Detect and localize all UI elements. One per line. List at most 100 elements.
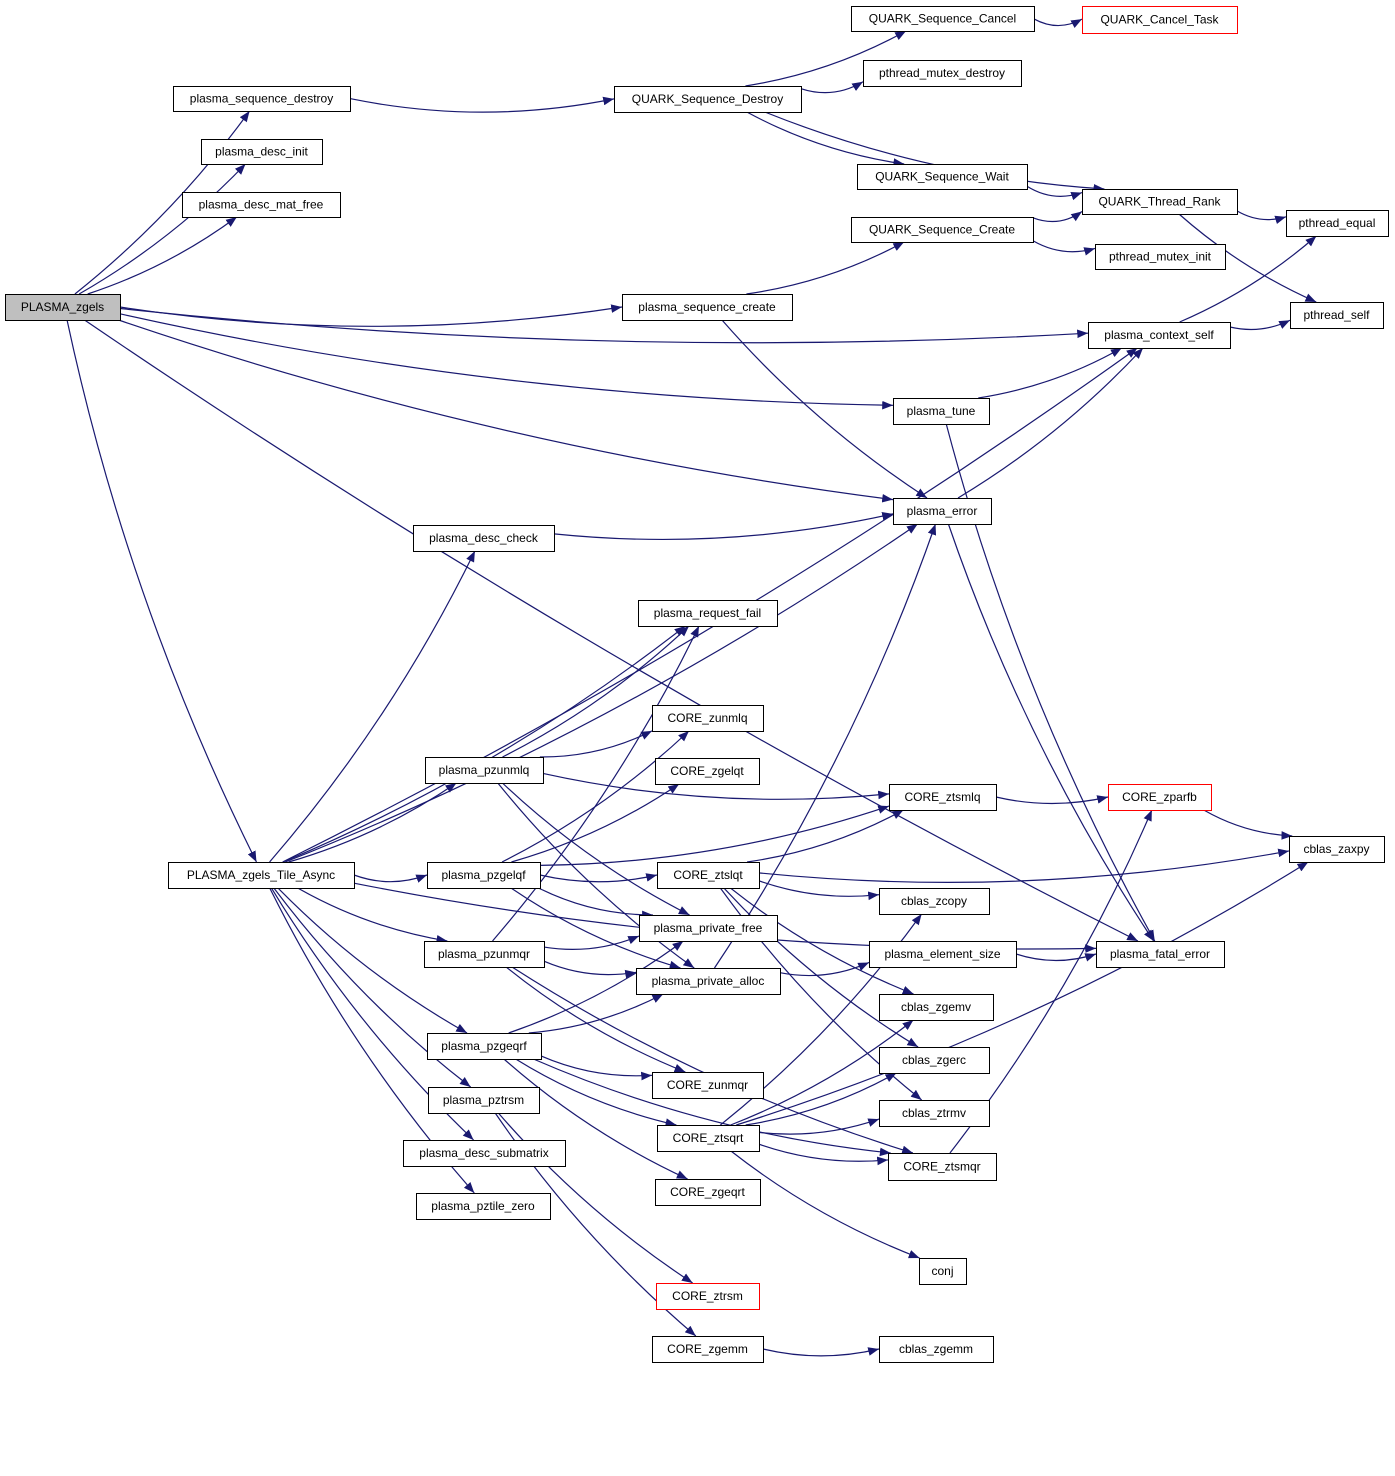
node-label: pthread_equal (1299, 216, 1376, 230)
node-cblas-zgemv[interactable]: cblas_zgemv (879, 994, 994, 1021)
node-label: CORE_ztsmqr (903, 1160, 980, 1174)
node-core-ztsmlq[interactable]: CORE_ztsmlq (889, 784, 997, 811)
node-pthread-equal[interactable]: pthread_equal (1286, 210, 1389, 237)
node-box (657, 1125, 760, 1152)
node-pthread-mutex-destroy[interactable]: pthread_mutex_destroy (863, 60, 1022, 87)
node-plasma-desc-init[interactable]: plasma_desc_init (201, 139, 323, 165)
node-box (427, 862, 541, 889)
node-plasma-fatal-error[interactable]: plasma_fatal_error (1096, 941, 1225, 968)
node-core-ztsqrt[interactable]: CORE_ztsqrt (657, 1125, 760, 1152)
edge-plasma_private_alloc-to-plasma_element_size (779, 961, 870, 977)
edge-plasma_pzgelqf-to-CORE_ztslqt (539, 873, 658, 883)
node-core-zgelqt[interactable]: CORE_zgelqt (655, 758, 760, 785)
node-plasma-desc-check[interactable]: plasma_desc_check (413, 525, 555, 552)
node-plasma-sequence-create[interactable]: plasma_sequence_create (622, 294, 793, 321)
node-plasma-error[interactable]: plasma_error (893, 498, 992, 525)
node-quark-thread-rank[interactable]: QUARK_Thread_Rank (1082, 189, 1238, 215)
edge-CORE_ztsqrt-to-cblas_zaxpy (736, 861, 1309, 1126)
node-pthread-self[interactable]: pthread_self (1290, 302, 1384, 329)
edge-PLASMA_zgels_Tile_Async-to-plasma_pzunmqr (297, 887, 448, 944)
node-label: plasma_desc_init (215, 145, 308, 159)
node-plasma-zgels-tile-async[interactable]: PLASMA_zgels_Tile_Async (168, 862, 355, 889)
node-core-zunmlq[interactable]: CORE_zunmlq (652, 705, 764, 732)
edge-plasma_pzunmlq-to-plasma_private_free (502, 782, 690, 916)
node-box (416, 1193, 551, 1220)
node-label: CORE_ztrsm (672, 1289, 743, 1303)
edge-plasma_private_alloc-to-plasma_error (713, 523, 937, 969)
node-plasma-zgels[interactable]: PLASMA_zgels (5, 294, 121, 321)
edge-QUARK_Sequence_Destroy-to-pthread_mutex_destroy (800, 81, 864, 94)
node-plasma-pzunmqr[interactable]: plasma_pzunmqr (424, 941, 545, 968)
node-core-ztsmqr[interactable]: CORE_ztsmqr (888, 1153, 997, 1181)
node-core-zgemm[interactable]: CORE_zgemm (652, 1336, 764, 1363)
node-label: QUARK_Sequence_Create (869, 223, 1015, 237)
node-plasma-pzgeqrf[interactable]: plasma_pzgeqrf (427, 1033, 542, 1060)
node-box (1289, 836, 1385, 863)
node-quark-sequence-create[interactable]: QUARK_Sequence_Create (851, 217, 1034, 243)
node-plasma-pztrsm[interactable]: plasma_pztrsm (428, 1087, 540, 1114)
edge-plasma_pzgelqf-to-plasma_private_free (538, 887, 653, 920)
edge-plasma_pzgelqf-to-CORE_zunmlq (501, 730, 690, 863)
edge-CORE_ztsmlq-to-CORE_zparfb (995, 795, 1109, 805)
node-label: cblas_zgemv (901, 1000, 971, 1014)
node-plasma-desc-submatrix[interactable]: plasma_desc_submatrix (403, 1140, 566, 1167)
node-quark-sequence-wait[interactable]: QUARK_Sequence_Wait (857, 164, 1028, 190)
node-label: CORE_zunmlq (667, 711, 747, 725)
node-plasma-private-alloc[interactable]: plasma_private_alloc (636, 968, 781, 995)
edge-PLASMA_zgels-to-PLASMA_zgels_Tile_Async (66, 319, 257, 863)
edge-plasma_tune-to-plasma_context_self (978, 347, 1123, 399)
edge-plasma_pzgeqrf-to-CORE_ztsmqr (533, 1058, 891, 1157)
node-cblas-zcopy[interactable]: cblas_zcopy (879, 888, 990, 915)
node-core-ztslqt[interactable]: CORE_ztslqt (657, 862, 760, 889)
node-cblas-zgemm[interactable]: cblas_zgemm (879, 1336, 994, 1363)
node-box (425, 757, 544, 784)
edge-QUARK_Sequence_Cancel-to-QUARK_Cancel_Task (1033, 18, 1083, 29)
node-plasma-request-fail[interactable]: plasma_request_fail (638, 600, 778, 627)
node-plasma-pzunmlq[interactable]: plasma_pzunmlq (425, 757, 544, 784)
node-core-ztrsm[interactable]: CORE_ztrsm (656, 1283, 760, 1310)
node-box (1290, 302, 1384, 329)
node-plasma-element-size[interactable]: plasma_element_size (869, 941, 1017, 968)
edge-plasma_pzgelqf-to-CORE_ztsmlq (539, 805, 890, 866)
node-plasma-pzgelqf[interactable]: plasma_pzgelqf (427, 862, 541, 889)
node-box (1082, 6, 1238, 34)
edge-PLASMA_zgels-to-plasma_fatal_error (84, 319, 1139, 942)
node-cblas-zaxpy[interactable]: cblas_zaxpy (1289, 836, 1385, 863)
node-core-zparfb[interactable]: CORE_zparfb (1108, 784, 1212, 811)
edge-plasma_pzgelqf-to-CORE_zgelqt (511, 783, 680, 863)
node-plasma-tune[interactable]: plasma_tune (893, 398, 990, 425)
node-plasma-pztile-zero[interactable]: plasma_pztile_zero (416, 1193, 551, 1220)
node-box (1286, 210, 1389, 237)
node-plasma-sequence-destroy[interactable]: plasma_sequence_destroy (173, 86, 351, 112)
node-cblas-zgerc[interactable]: cblas_zgerc (879, 1047, 990, 1074)
node-box (622, 294, 793, 321)
node-cblas-ztrmv[interactable]: cblas_ztrmv (879, 1100, 990, 1127)
node-label: cblas_ztrmv (902, 1106, 966, 1120)
node-quark-sequence-destroy[interactable]: QUARK_Sequence_Destroy (614, 86, 802, 113)
node-label: pthread_mutex_init (1109, 250, 1212, 264)
node-label: CORE_zunmqr (667, 1078, 748, 1092)
node-quark-sequence-cancel[interactable]: QUARK_Sequence_Cancel (851, 6, 1035, 32)
node-box (403, 1140, 566, 1167)
node-box (889, 784, 997, 811)
edge-plasma_pzunmlq-to-CORE_ztsmlq (542, 772, 890, 800)
node-plasma-desc-mat-free[interactable]: plasma_desc_mat_free (182, 192, 341, 218)
node-core-zunmqr[interactable]: CORE_zunmqr (652, 1072, 764, 1099)
node-quark-cancel-task[interactable]: QUARK_Cancel_Task (1082, 6, 1238, 34)
node-conj[interactable]: conj (919, 1258, 967, 1285)
edge-plasma_context_self-to-pthread_self (1229, 319, 1291, 331)
node-box (1095, 244, 1226, 270)
edge-PLASMA_zgels-to-plasma_context_self (119, 307, 1089, 344)
node-core-zgeqrt[interactable]: CORE_zgeqrt (655, 1179, 761, 1206)
node-box (879, 1100, 990, 1127)
node-box (1082, 189, 1238, 215)
node-box (428, 1087, 540, 1114)
nodes: PLASMA_zgels plasma_sequence_destroyplasm… (5, 6, 1389, 1363)
node-plasma-context-self[interactable]: plasma_context_self (1088, 322, 1231, 349)
node-label: cblas_zaxpy (1303, 842, 1369, 856)
node-box (863, 60, 1022, 87)
edge-plasma_sequence_destroy-to-QUARK_Sequence_Destroy (349, 96, 615, 113)
node-pthread-mutex-init[interactable]: pthread_mutex_init (1095, 244, 1226, 270)
node-plasma-private-free[interactable]: plasma_private_free (639, 915, 778, 942)
edge-PLASMA_zgels_Tile_Async-to-plasma_desc_check (269, 550, 476, 863)
